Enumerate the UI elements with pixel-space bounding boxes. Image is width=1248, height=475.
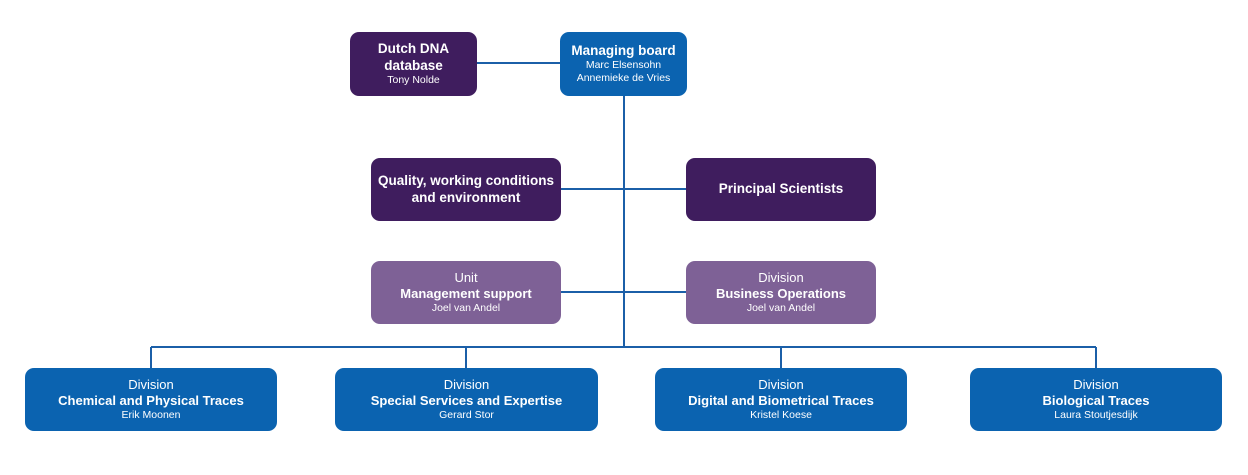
management-title: Management support (400, 286, 532, 302)
dna-title-line1: Dutch DNA (377, 41, 450, 57)
dna-person: Tony Nolde (387, 74, 440, 87)
business-title: Business Operations (715, 286, 847, 302)
division-digital-biometrical-box: Division Digital and Biometrical Traces … (655, 368, 907, 431)
division-kind: Division (128, 377, 174, 393)
division-kind: Division (443, 377, 490, 393)
division-special-services-box: Division Special Services and Expertise … (335, 368, 598, 431)
board-title: Managing board (571, 42, 676, 58)
business-kind: Division (758, 270, 804, 286)
division-biological-box: Division Biological Traces Laura Stoutje… (970, 368, 1222, 431)
business-operations-box: Division Business Operations Joel van An… (686, 261, 876, 324)
division-title: Chemical and Physical Traces (58, 393, 244, 409)
division-title: Biological Traces (1042, 393, 1150, 409)
division-kind: Division (758, 377, 804, 393)
division-title: Digital and Biometrical Traces (688, 393, 874, 409)
scientists-title: Principal Scientists (718, 181, 844, 197)
business-person: Joel van Andel (746, 301, 816, 314)
division-person: Kristel Koese (750, 408, 812, 421)
management-person: Joel van Andel (431, 301, 501, 314)
division-person: Laura Stoutjesdijk (1054, 408, 1138, 421)
dna-title-line2: database (384, 57, 443, 73)
division-title: Special Services and Expertise (370, 393, 563, 409)
division-kind: Division (1073, 377, 1119, 393)
management-support-box: Unit Management support Joel van Andel (371, 261, 561, 324)
principal-scientists-box: Principal Scientists (686, 158, 876, 221)
board-person-1: Marc Elsensohn (585, 59, 662, 72)
quality-title-line1: Quality, working conditions (377, 173, 554, 189)
quality-box: Quality, working conditions and environm… (371, 158, 561, 221)
managing-board-box: Managing board Marc Elsensohn Annemieke … (560, 32, 687, 96)
division-chemical-physical-box: Division Chemical and Physical Traces Er… (25, 368, 277, 431)
division-person: Erik Moonen (121, 408, 181, 421)
division-person: Gerard Stor (439, 408, 494, 421)
management-kind: Unit (454, 270, 478, 286)
board-person-2: Annemieke de Vries (576, 72, 671, 85)
dutch-dna-database-box: Dutch DNA database Tony Nolde (350, 32, 477, 96)
quality-title-line2: and environment (411, 189, 521, 205)
